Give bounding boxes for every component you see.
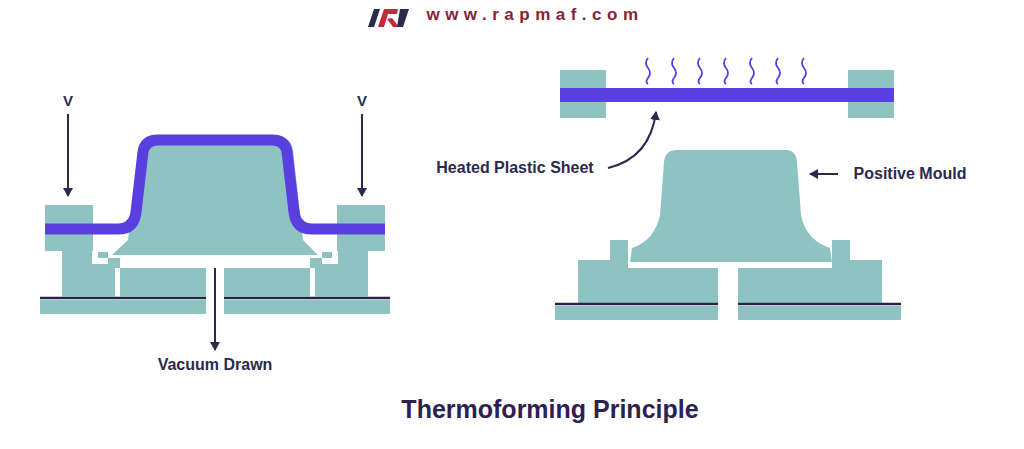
heat-wave xyxy=(750,58,754,84)
mould-label: Positive Mould xyxy=(854,165,967,183)
watermark-url: www.rapmaf.com xyxy=(426,6,643,25)
vacuum-arrow-label: V xyxy=(357,93,367,110)
heat-wave xyxy=(724,58,728,84)
logo xyxy=(368,9,409,27)
diagram-title: Thermoforming Principle xyxy=(401,396,698,424)
vacuum-arrow-label: V xyxy=(63,93,73,110)
heat-wave xyxy=(776,58,780,84)
sheet-label: Heated Plastic Sheet xyxy=(436,159,593,177)
heat-wave xyxy=(698,58,702,84)
vacuum-forming-stage xyxy=(40,114,390,350)
vacuum-label: Vacuum Drawn xyxy=(158,356,273,374)
heating-stage xyxy=(555,58,901,320)
heat-wave xyxy=(672,58,676,84)
heat-wave xyxy=(802,58,806,84)
heat-waves xyxy=(646,58,806,84)
heat-wave xyxy=(646,58,650,84)
